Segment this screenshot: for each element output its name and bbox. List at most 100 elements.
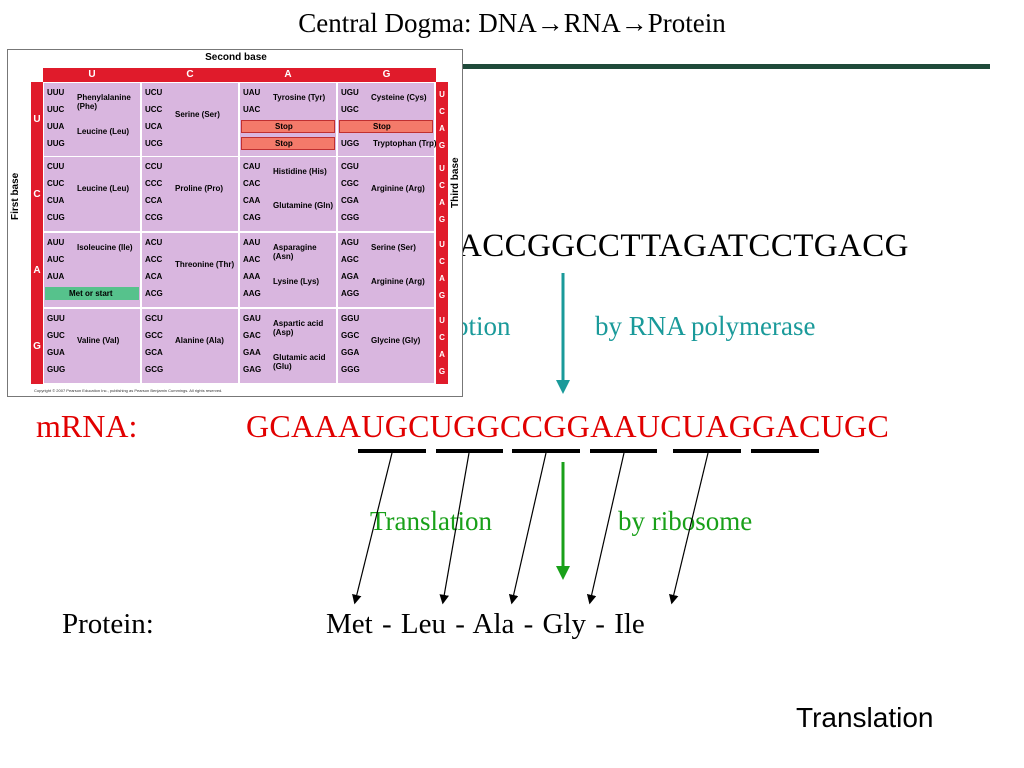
amino-acid-text: Serine (Ser) [175,109,220,119]
codon-block [141,308,239,384]
codon-text: GAU [243,314,261,323]
codon-block [337,232,435,308]
codon-text: CGC [341,179,359,188]
codon-text: AGU [341,238,359,247]
amino-acid-text: Aspartic acid (Asp) [273,318,324,337]
codon-block [141,232,239,308]
codon-text: ACU [145,238,163,247]
translation-arrow-head [556,566,570,580]
codon-block [141,156,239,232]
amino-acid-text: Stop [275,139,293,148]
second-base-a: A [239,68,337,82]
codon-text: CGU [341,162,359,171]
transcription-enzyme-label: by RNA polymerase [595,311,816,341]
third-base-letter: C [439,333,445,342]
dna-sequence: ACCGGCCTTAGATCCTGACG [458,228,909,264]
codon-block [239,156,337,232]
codon-text: UGG [341,139,360,148]
codon-text: AGA [341,272,359,281]
codon-block [239,308,337,384]
first-base-a: A [31,232,43,308]
codon-arrow-ile [669,452,709,605]
codon-text: CUC [47,179,65,188]
ribosome-label: by ribosome [618,506,753,536]
amino-acid-text: Glutamic acid (Glu) [273,352,326,371]
slide-title: Central Dogma: DNA→RNA→Protein [298,8,726,38]
codon-text: AAC [243,255,261,264]
codon-text: CGA [341,196,359,205]
codon-text: GCA [145,348,163,357]
amino-acid-text: Leucine (Leu) [77,183,130,193]
third-base-letter: C [439,107,445,116]
title-divider [440,64,990,69]
codon-text: GGA [341,348,360,357]
amino-acid-text: Glycine (Gly) [371,335,421,345]
stop-codon-highlight [241,120,335,133]
amino-acid-text: Stop [373,122,391,131]
codon-arrow-ala [508,452,547,605]
codon-text: ACG [145,289,163,298]
amino-acid-text: Tyrosine (Tyr) [273,92,326,102]
codon-text: GUG [47,365,66,374]
codon-text: GGG [341,365,360,374]
third-base-letter: A [439,124,445,133]
amino-acid-text: Serine (Ser) [371,242,416,252]
codon-text: ACA [145,272,163,281]
amino-acid-text: Stop [275,122,293,131]
third-base-label: Third base [450,157,461,208]
codon-text: GCU [145,314,163,323]
second-base-g: G [337,68,436,82]
third-base-letter: C [439,181,445,190]
third-base-letter: C [439,257,445,266]
codon-arrow-leu [439,452,470,605]
codon-text: GGC [341,331,360,340]
codon-text: UGU [341,88,359,97]
codon-text: UCC [145,105,163,114]
second-base-c: C [141,68,239,82]
codon-text: CCA [145,196,163,205]
protein-sequence: Met - Leu - Ala - Gly - Ile [326,608,645,640]
third-base-letter: G [438,141,446,150]
amino-acid-text: Met or start [69,289,113,298]
codon-text: GAA [243,348,261,357]
amino-acid-text: Histidine (His) [273,166,327,176]
codon-text: CUU [47,162,65,171]
codon-block [337,156,435,232]
third-base-letter: U [439,240,445,249]
first-base-label: First base [10,172,21,220]
codon-text: AAA [243,272,261,281]
codon-text: CAC [243,179,261,188]
amino-acid-text: Phenylalanine (Phe) [77,92,131,111]
amino-acid-text: Cysteine (Cys) [371,92,427,102]
codon-arrow-met [352,452,393,605]
codon-text: AUA [47,272,65,281]
codon-text: GUA [47,348,65,357]
amino-acid-text: Lysine (Lys) [273,276,320,286]
codon-text: AAU [243,238,261,247]
codon-text: UCU [145,88,163,97]
footer-label: Translation [796,702,934,733]
codon-text: GUC [47,331,65,340]
codon-text: GGU [341,314,360,323]
translation-label: Translation [370,506,493,536]
codon-block [141,82,239,158]
codon-text: UAC [243,105,261,114]
amino-acid-text: Arginine (Arg) [371,183,425,193]
codon-block [337,308,435,384]
codon-text: CUG [47,213,65,222]
amino-acid-text: Threonine (Thr) [175,259,235,269]
amino-acid-text: Tryptophan (Trp) [373,139,437,148]
codon-block [43,308,141,384]
third-base-letter: A [439,198,445,207]
stop-codon-highlight [241,137,335,150]
transcription-arrow-head [556,380,570,394]
amino-acid-text: Asparagine (Asn) [273,242,317,261]
codon-block [43,156,141,232]
first-base-g: G [31,308,43,384]
amino-acid-text: Glutamine (Gln) [273,200,333,210]
codon-text: UCA [145,122,163,131]
codon-text: GCC [145,331,163,340]
codon-text: AAG [243,289,261,298]
third-base-letter: U [439,316,445,325]
